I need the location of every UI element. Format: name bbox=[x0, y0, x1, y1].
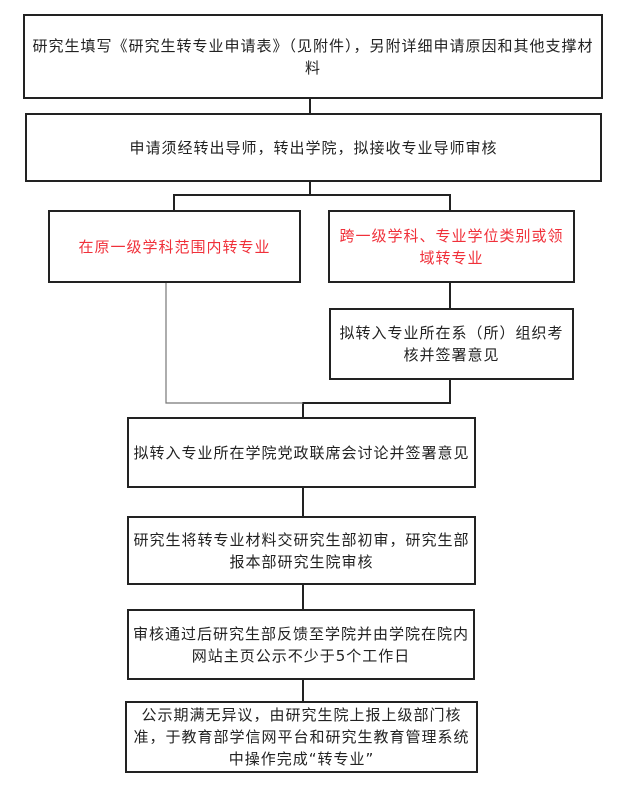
step-text: 拟转入专业所在学院党政联席会讨论并签署意见 bbox=[133, 443, 470, 462]
step-text: 研究生将转专业材料交研究生部初审，研究生部报本部研究生院审核 bbox=[133, 530, 470, 571]
step-text: 申请须经转出导师，转出学院，拟接收专业导师审核 bbox=[129, 138, 498, 157]
branch-cross-discipline: 跨一级学科、专业学位类别或领域转专业 bbox=[328, 210, 575, 283]
step-text: 拟转入专业所在系（所）组织考核并签署意见 bbox=[339, 324, 564, 364]
branch-same-discipline: 在原一级学科范围内转专业 bbox=[48, 210, 301, 283]
step-graduate-dept-review: 研究生将转专业材料交研究生部初审，研究生部报本部研究生院审核 bbox=[127, 516, 476, 585]
step-public-notice: 审核通过后研究生部反馈至学院并由学院在院内网站主页公示不少于5个工作日 bbox=[127, 609, 475, 680]
step-department-assessment: 拟转入专业所在系（所）组织考核并签署意见 bbox=[329, 308, 574, 380]
step-text: 跨一级学科、专业学位类别或领域转专业 bbox=[339, 226, 564, 267]
step-advisor-review: 申请须经转出导师，转出学院，拟接收专业导师审核 bbox=[25, 113, 602, 182]
step-text: 研究生填写《研究生转专业申请表》（见附件），另附详细申请原因和其他支撑材料 bbox=[32, 36, 594, 77]
step-submit-application: 研究生填写《研究生转专业申请表》（见附件），另附详细申请原因和其他支撑材料 bbox=[23, 14, 603, 99]
step-text: 公示期满无异议，由研究生院上报上级部门核准，于教育部学信网平台和研究生教育管理系… bbox=[133, 706, 470, 768]
step-text: 在原一级学科范围内转专业 bbox=[78, 237, 271, 256]
step-text: 审核通过后研究生部反馈至学院并由学院在院内网站主页公示不少于5个工作日 bbox=[132, 624, 469, 665]
step-final-approval: 公示期满无异议，由研究生院上报上级部门核准，于教育部学信网平台和研究生教育管理系… bbox=[125, 701, 478, 773]
step-college-meeting: 拟转入专业所在学院党政联席会讨论并签署意见 bbox=[127, 417, 476, 488]
